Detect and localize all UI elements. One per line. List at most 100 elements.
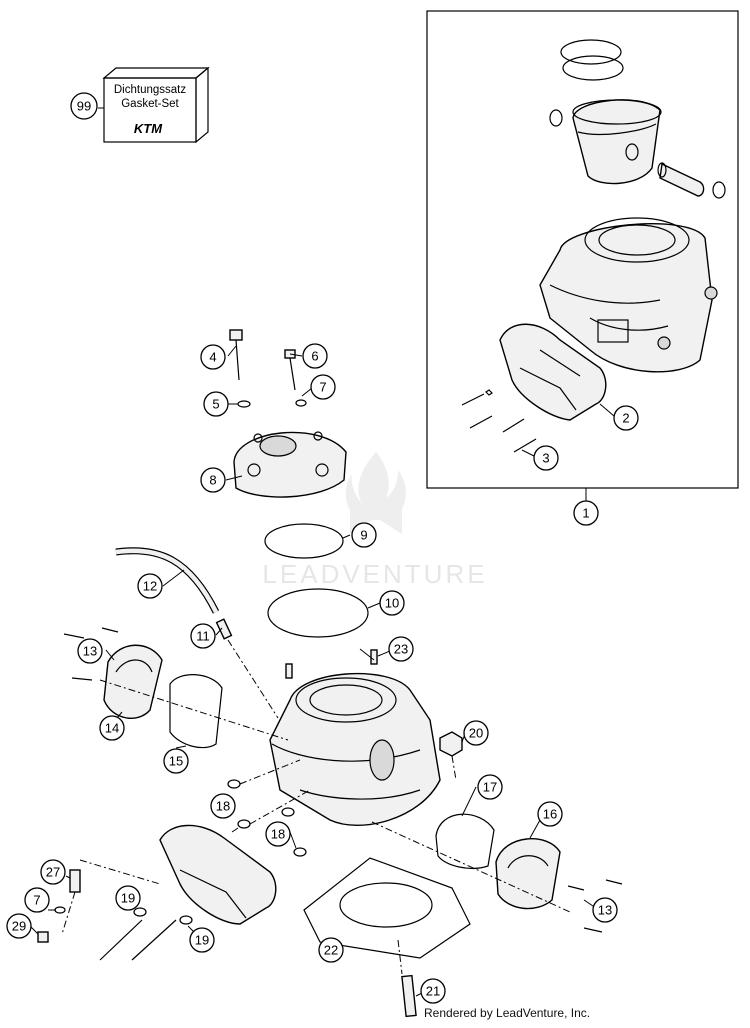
piston-pin-clip-right xyxy=(712,181,726,199)
callout-22: 22 xyxy=(318,937,344,963)
svg-text:14: 14 xyxy=(105,721,119,736)
head-bolt xyxy=(229,329,243,381)
screws-13-left xyxy=(63,627,119,681)
callout-12: 12 xyxy=(137,573,163,599)
svg-text:3: 3 xyxy=(542,451,549,466)
svg-text:12: 12 xyxy=(143,579,157,594)
callout-16: 16 xyxy=(537,801,563,827)
cylinder-kit-frame xyxy=(426,10,739,489)
hose-nipple xyxy=(215,618,233,640)
svg-text:6: 6 xyxy=(311,349,318,364)
svg-text:10: 10 xyxy=(385,596,399,611)
washer-7 xyxy=(295,399,307,407)
callout-11: 11 xyxy=(190,623,216,649)
piston-pin-clip-left xyxy=(549,109,563,127)
svg-text:29: 29 xyxy=(12,919,26,934)
clip-19-b xyxy=(179,915,193,925)
svg-text:1: 1 xyxy=(582,506,589,521)
callout-20: 20 xyxy=(463,720,489,746)
gasket-box-brand-logo: KTM xyxy=(134,121,163,136)
o-ring-9 xyxy=(264,523,344,559)
o-ring-10 xyxy=(267,588,369,638)
callout-13-left: 13 xyxy=(77,638,103,664)
svg-text:13: 13 xyxy=(83,644,97,659)
watermark-flame-icon xyxy=(345,452,406,520)
svg-text:7: 7 xyxy=(319,380,326,395)
callout-18-b: 18 xyxy=(265,821,291,847)
cylinder-head xyxy=(233,431,347,498)
piston-rings xyxy=(560,39,624,81)
svg-text:18: 18 xyxy=(216,799,230,814)
svg-text:20: 20 xyxy=(469,726,483,741)
leadventure-watermark: LEADVENTURE xyxy=(262,452,487,589)
callout-7: 7 xyxy=(310,374,336,400)
svg-text:2: 2 xyxy=(622,411,629,426)
watermark-text: LEADVENTURE xyxy=(262,559,487,589)
head-nut xyxy=(284,349,296,391)
kit-cylinder xyxy=(539,217,718,373)
gasket-box-line1: Dichtungssatz xyxy=(114,84,186,96)
screws-13-right xyxy=(567,879,623,933)
side-cover-right xyxy=(495,838,561,910)
dowel-pin xyxy=(397,939,417,1018)
callout-9: 9 xyxy=(351,522,377,548)
callout-13-right: 13 xyxy=(592,897,618,923)
svg-text:23: 23 xyxy=(394,642,408,657)
callout-27: 27 xyxy=(40,859,66,885)
kit-bolts xyxy=(461,389,537,453)
washer-5 xyxy=(237,400,251,408)
callout-7-lower: 7 xyxy=(24,887,50,913)
callout-29: 29 xyxy=(6,913,32,939)
hose-piece-27 xyxy=(69,869,81,893)
washer-7-lower xyxy=(54,906,66,914)
callout-21: 21 xyxy=(420,978,446,1004)
piston xyxy=(572,99,662,185)
kit-exhaust-flange xyxy=(499,323,607,421)
svg-text:19: 19 xyxy=(195,933,209,948)
clip-19-a xyxy=(133,907,147,917)
callout-3: 3 xyxy=(533,445,559,471)
svg-text:8: 8 xyxy=(209,473,216,488)
callout-19-a: 19 xyxy=(115,885,141,911)
svg-text:9: 9 xyxy=(360,528,367,543)
piston-pin xyxy=(657,162,705,197)
main-cylinder xyxy=(269,649,441,826)
svg-text:7: 7 xyxy=(33,893,40,908)
callout-99: 99 xyxy=(70,92,98,120)
exhaust-flange-lower xyxy=(159,824,277,925)
callout-23: 23 xyxy=(388,636,414,662)
callout-19-b: 19 xyxy=(189,927,215,953)
gasket-box-line2: Gasket-Set xyxy=(121,98,179,110)
fitting-29 xyxy=(37,931,49,943)
callout-10: 10 xyxy=(379,590,405,616)
callout-4: 4 xyxy=(200,344,226,370)
svg-text:19: 19 xyxy=(121,891,135,906)
callout-14: 14 xyxy=(99,715,125,741)
flange-bolts-lower xyxy=(99,919,177,961)
callout-8: 8 xyxy=(200,467,226,493)
callout-17: 17 xyxy=(477,774,503,800)
base-gasket xyxy=(303,857,471,959)
svg-text:17: 17 xyxy=(483,780,497,795)
svg-text:11: 11 xyxy=(196,629,210,644)
callout-1: 1 xyxy=(573,500,599,526)
svg-text:99: 99 xyxy=(77,99,91,114)
svg-text:5: 5 xyxy=(212,397,219,412)
svg-text:21: 21 xyxy=(426,984,440,999)
side-cover-gasket-right xyxy=(435,813,495,869)
callout-15: 15 xyxy=(163,748,189,774)
svg-text:27: 27 xyxy=(46,865,60,880)
screw-plug xyxy=(439,731,463,781)
svg-text:18: 18 xyxy=(271,827,285,842)
svg-text:22: 22 xyxy=(324,943,338,958)
callout-5: 5 xyxy=(203,391,229,417)
side-cover-left xyxy=(103,644,163,719)
washers-18 xyxy=(227,779,307,857)
gasket-set-box: Dichtungssatz Gasket-Set KTM xyxy=(102,66,210,144)
svg-text:13: 13 xyxy=(598,903,612,918)
callout-2: 2 xyxy=(613,405,639,431)
svg-text:15: 15 xyxy=(169,754,183,769)
callout-18-a: 18 xyxy=(210,793,236,819)
breather-hose xyxy=(115,547,220,614)
